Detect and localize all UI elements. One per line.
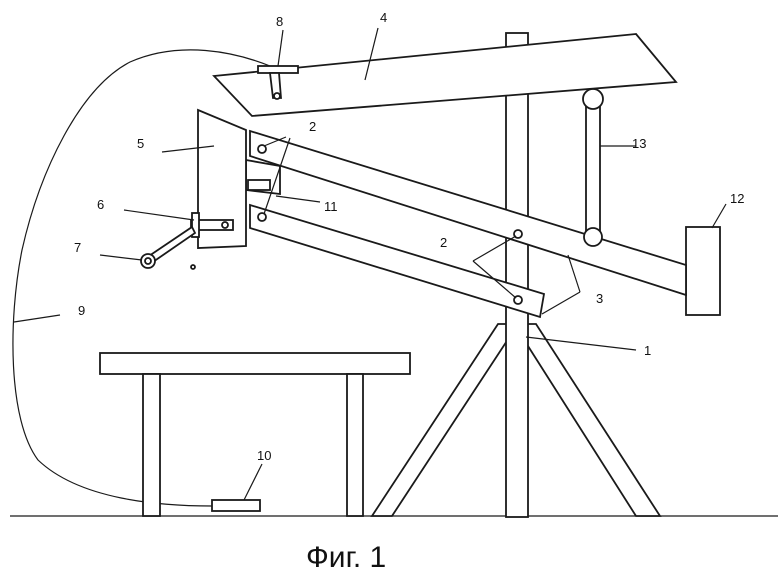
label-1: 1: [644, 343, 651, 358]
beam-4: [214, 34, 676, 116]
label-6: 6: [97, 197, 104, 212]
label-13: 13: [632, 136, 646, 151]
label-5: 5: [137, 136, 144, 151]
label-9: 9: [78, 303, 85, 318]
table: [100, 353, 410, 516]
label-3: 3: [596, 291, 603, 306]
pedal-10: [212, 500, 260, 511]
label-8: 8: [276, 14, 283, 29]
label-12: 12: [730, 191, 744, 206]
figure-caption: Фиг. 1: [306, 541, 386, 574]
cable-9: [13, 50, 270, 506]
label-4: 4: [380, 10, 387, 25]
label-2-lower: 2: [440, 235, 447, 250]
label-11: 11: [324, 199, 338, 214]
label-2-upper: 2: [309, 119, 316, 134]
label-7: 7: [74, 240, 81, 255]
crank-7: [141, 227, 195, 269]
bracket-11: [246, 160, 280, 194]
counterweight-12: [686, 227, 720, 315]
link-rod-13: [583, 89, 603, 246]
upright-post-1: [506, 33, 528, 517]
label-10: 10: [257, 448, 271, 463]
